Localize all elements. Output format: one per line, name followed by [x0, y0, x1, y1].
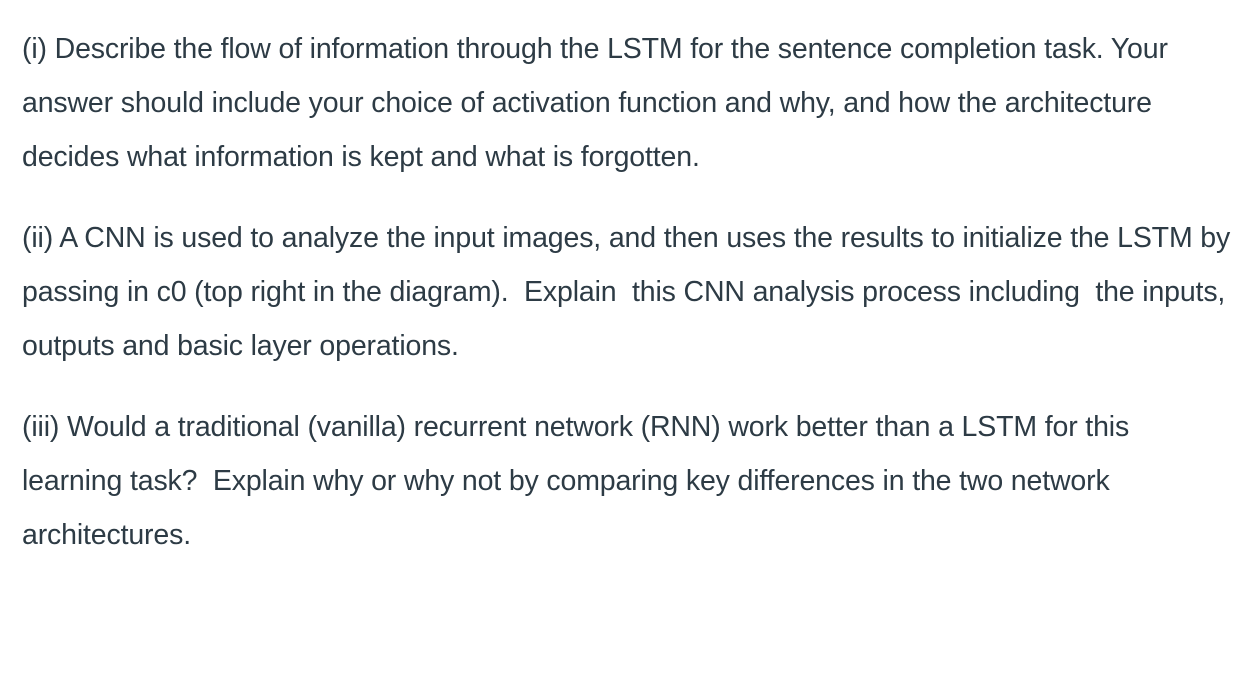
question-part-iii: (iii) Would a traditional (vanilla) recu… [22, 411, 1137, 551]
question-part-i: (i) Describe the flow of information thr… [22, 33, 1176, 173]
question-part-ii: (ii) A CNN is used to analyze the input … [22, 222, 1238, 362]
